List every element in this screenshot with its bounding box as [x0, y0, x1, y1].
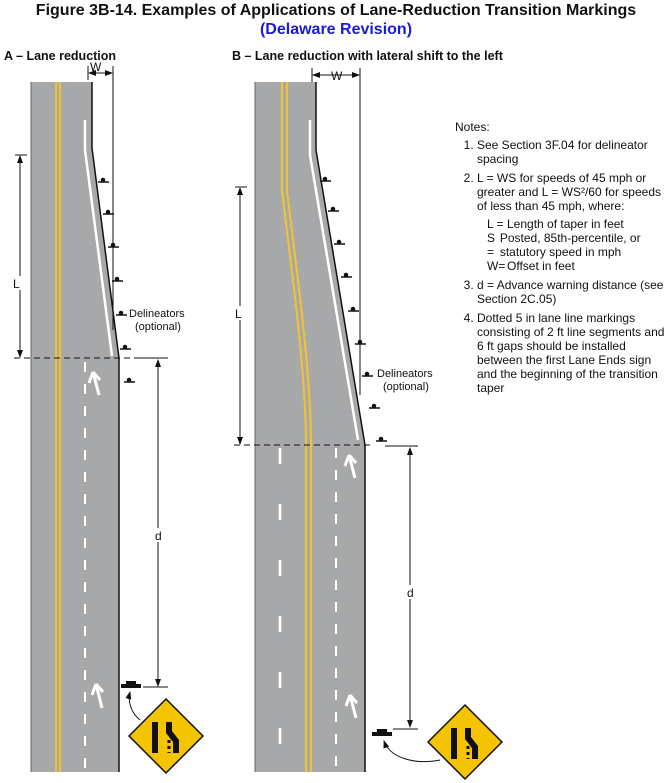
- merge-arrow-icon: [343, 454, 358, 479]
- note-item: L = WS for speeds of 45 mph or greater a…: [477, 171, 670, 273]
- sign-pointer-arrow: [383, 740, 441, 763]
- merge-arrow-icon: [90, 683, 105, 709]
- panel-b-label: B – Lane reduction with lateral shift to…: [232, 49, 503, 63]
- dimension-l-b: L: [235, 307, 242, 321]
- delineators-label-b: Delineators: [377, 368, 433, 380]
- note-item: Dotted 5 in lane line markings consistin…: [477, 311, 670, 395]
- delineators-optional-a: (optional): [135, 321, 181, 333]
- dimension-w-a: W: [90, 60, 102, 74]
- panel-a-label: A – Lane reduction: [4, 49, 117, 63]
- lane-ends-merge-left-sign-icon: [426, 703, 504, 781]
- delineators-label-a: Delineators: [129, 308, 185, 320]
- edge-line-white: [308, 120, 360, 441]
- definition-row: S =Posted, 85th-percentile, or statutory…: [487, 231, 641, 259]
- notes-heading: Notes:: [455, 120, 490, 134]
- notes-list: See Section 3F.04 for delineator spacing…: [455, 138, 670, 395]
- delineators-optional-b: (optional): [383, 381, 429, 393]
- panel-b-delineators: [320, 176, 387, 442]
- edge-line-white: [83, 120, 114, 357]
- sign-post-marker-b: [372, 729, 392, 736]
- panel-a-delineators: [98, 177, 135, 383]
- merge-arrow-icon: [344, 694, 359, 719]
- figure-subtitle: (Delaware Revision): [259, 21, 413, 38]
- panel-a-road: [30, 82, 120, 772]
- panel-a-dimensions: [14, 66, 168, 688]
- note-item: See Section 3F.04 for delineator spacing: [477, 138, 670, 166]
- note-definitions: L =Length of taper in feet S =Posted, 85…: [487, 217, 670, 273]
- definition-row: L =Length of taper in feet: [487, 217, 624, 231]
- note-item: d = Advance warning distance (see Sectio…: [477, 278, 670, 306]
- notes-panel: Notes: See Section 3F.04 for delineator …: [455, 120, 670, 400]
- dimension-d-a: d: [155, 529, 162, 543]
- sign-pointer-arrow: [125, 691, 141, 721]
- note-text: L = WS for speeds of 45 mph or greater a…: [477, 171, 661, 213]
- dimension-w-b: W: [331, 69, 343, 83]
- figure-title: Figure 3B-14. Examples of Applications o…: [35, 2, 637, 19]
- lane-ends-merge-left-sign-icon: [127, 697, 205, 775]
- panel-b-road: [254, 82, 366, 772]
- definition-row: W=Offset in feet: [487, 259, 575, 273]
- dimension-d-b: d: [407, 586, 414, 600]
- sign-post-marker-a: [121, 681, 141, 688]
- dimension-l-a: L: [13, 277, 20, 291]
- center-line-yellow: [281, 82, 307, 772]
- merge-arrow-icon: [87, 371, 102, 396]
